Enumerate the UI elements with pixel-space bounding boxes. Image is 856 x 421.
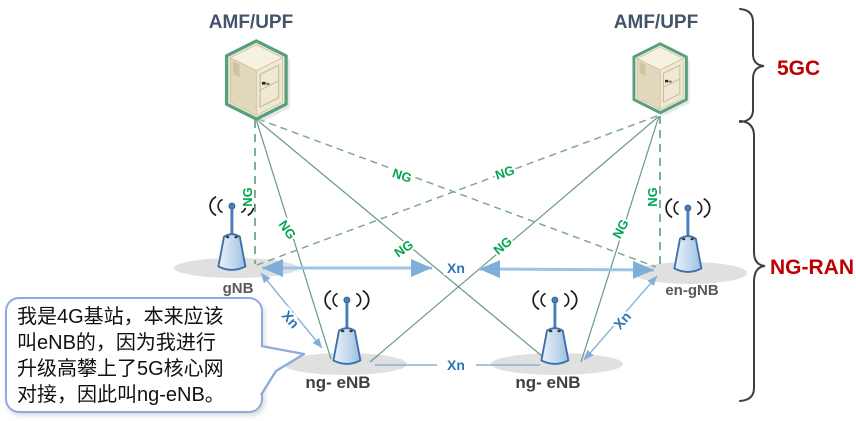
speech-bubble: 我是4G基站，本来应该 叫eNB的，因为我进行 升级高攀上了5G核心网 对接，因… xyxy=(5,297,263,413)
ng-link-left-amf-engnb xyxy=(257,118,657,268)
ng-ran-brace xyxy=(739,120,766,402)
amf-upf-title-right: AMF/UPF xyxy=(614,12,698,33)
ng-label-right-diag: NG xyxy=(493,162,516,182)
ng-label-left-vertical: NG xyxy=(240,187,255,207)
xn-label-left-diag: Xn xyxy=(279,307,303,331)
ng-label-left-diag: NG xyxy=(391,165,414,185)
speech-bubble-line-3: 升级高攀上了5G核心网 xyxy=(17,358,224,380)
speech-bubble-line-2: 叫eNB的，因为我进行 xyxy=(17,332,216,354)
en-gnb-shadow xyxy=(633,262,747,284)
ng-enb-right-label: ng- eNB xyxy=(515,373,580,392)
amf-upf-server-right-icon xyxy=(632,42,692,118)
ng-label-left-ngenb-left: NG xyxy=(276,217,299,242)
5gc-brace xyxy=(739,8,765,123)
xn-label-top: Xn xyxy=(447,260,465,276)
ng-label-right-ngenb-left: NG xyxy=(490,234,515,258)
5gc-group-label: 5GC xyxy=(777,57,820,80)
xn-label-bottom: Xn xyxy=(447,357,465,373)
xn-link-gnb-ngenb-left xyxy=(260,272,323,349)
ng-link-right-amf-ngenb-left xyxy=(369,116,659,363)
xn-link-gnb-engnb-right-seg xyxy=(478,260,655,279)
xn-link-ngenb-engnb xyxy=(583,275,658,361)
ng-link-left-amf-ngenb-right xyxy=(255,118,549,362)
en-gnb-label: en-gNB xyxy=(665,282,718,299)
speech-bubble-line-1: 我是4G基站，本来应该 xyxy=(17,306,224,328)
ng-enb-right-tower-icon xyxy=(531,289,579,366)
ng-label-right-vertical: NG xyxy=(645,187,660,207)
speech-bubble-tail xyxy=(259,344,306,396)
ng-enb-left-tower-icon xyxy=(323,289,371,366)
ng-label-left-ngenb-right: NG xyxy=(391,237,416,260)
amf-upf-server-left-icon xyxy=(224,39,292,125)
ng-link-right-amf-gnb xyxy=(256,115,658,266)
en-gnb-tower-icon xyxy=(664,197,712,274)
ng-enb-left-label: ng- eNB xyxy=(305,373,370,392)
xn-label-right-diag: Xn xyxy=(610,308,634,332)
ng-ran-group-label: NG-RAN xyxy=(770,256,854,279)
amf-upf-title-left: AMF/UPF xyxy=(209,12,293,33)
speech-bubble-line-4: 对接，因此叫ng-eNB。 xyxy=(17,384,225,406)
gnb-label: gNB xyxy=(223,280,254,297)
ng-label-right-ngenb-right: NG xyxy=(609,217,631,241)
